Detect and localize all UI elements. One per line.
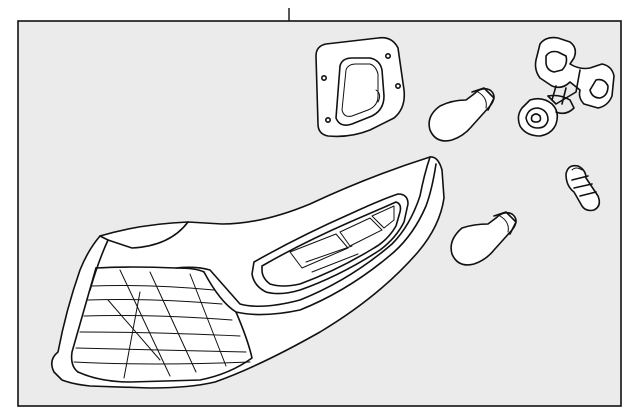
upper-bulb: [428, 87, 495, 142]
tail-lamp-assembly: [50, 156, 445, 389]
wedge-bulb: [565, 164, 601, 212]
lamp-gasket: [315, 36, 406, 138]
socket-harness: [517, 36, 615, 137]
lower-bulb: [450, 211, 517, 266]
